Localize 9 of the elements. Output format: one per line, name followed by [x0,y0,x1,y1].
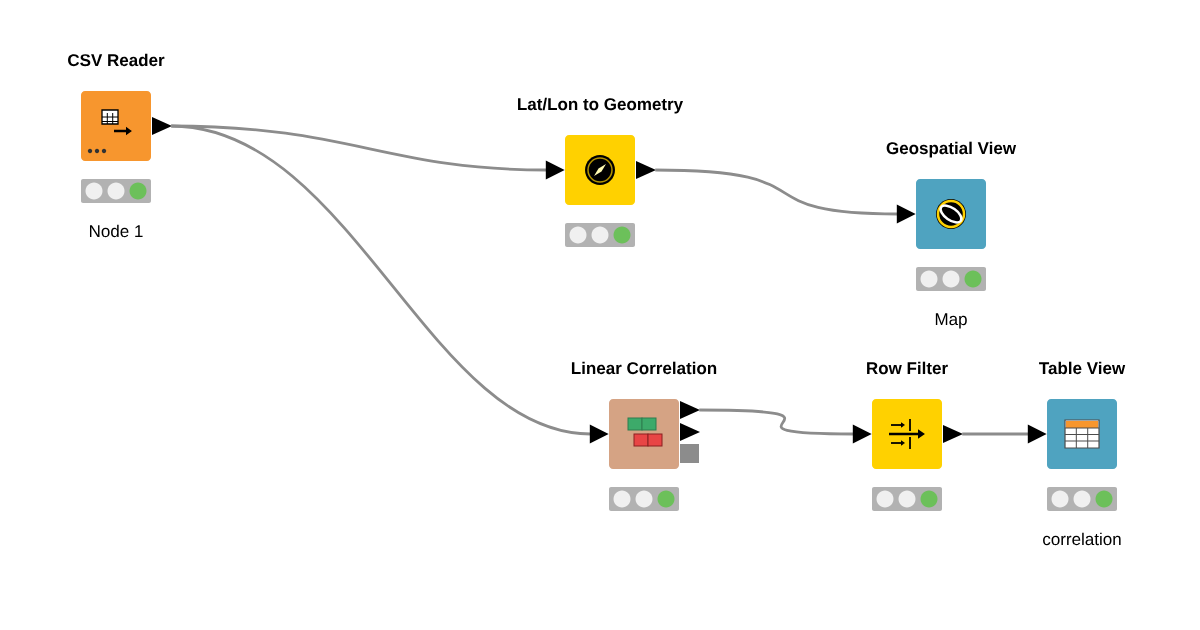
node-title: CSV Reader [68,53,165,67]
node-annotation: Map [935,313,967,329]
node-annotation: Node 1 [90,224,143,238]
node-annotation: correlation [1043,532,1121,546]
node-title: Row Filter [867,361,948,375]
node-title: Table View [1039,361,1126,375]
node-title: Lat/Lon to Geometry [518,97,684,114]
node-title: Geospatial View [886,141,1017,158]
node-title: Linear Correlation [571,361,717,375]
